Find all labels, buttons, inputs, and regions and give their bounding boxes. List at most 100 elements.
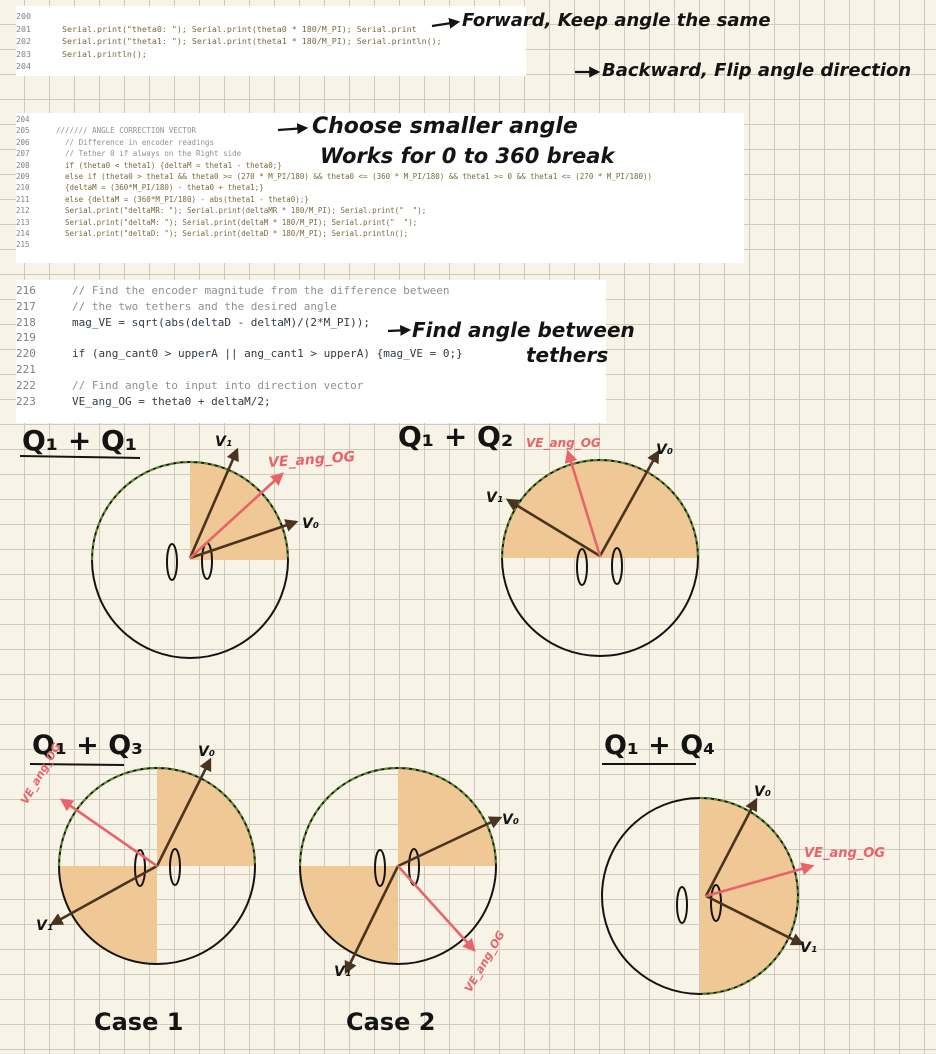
vector-ve: [189, 472, 284, 559]
code-line: 208 if (theta0 < theta1) {deltaM = theta…: [16, 160, 744, 171]
code-line: 204: [16, 114, 744, 125]
code-snippet-angle-correction: 204 205 /////// ANGLE CORRECTION VECTOR 2…: [16, 113, 744, 263]
vector-ve: [564, 449, 602, 557]
code-comment: // Find angle to input into direction ve…: [72, 378, 364, 392]
line-number: 218: [16, 315, 36, 329]
line-number: 220: [16, 347, 36, 361]
diagram-q1-q4: [601, 796, 815, 996]
label-v0: V₀: [754, 784, 771, 800]
code-text: Serial.print("deltaMR: "); Serial.print(…: [56, 206, 427, 216]
code-text: if (theta0 < theta1) {deltaM = theta1 - …: [56, 160, 282, 170]
code-text: Serial.println();: [62, 48, 147, 59]
heading-underlines: [19, 455, 696, 766]
code-snippet-magnitude: 216// Find the encoder magnitude from th…: [16, 280, 606, 423]
shaded-quadrant: [59, 866, 157, 964]
label-case-2: Case 2: [346, 1008, 436, 1036]
code-text: Serial.print("theta0: "); Serial.print(t…: [62, 23, 417, 34]
code-comment: // Tether 0 if always on the Right side: [56, 149, 242, 159]
line-number: 223: [16, 394, 36, 408]
dashed-rim: [298, 766, 498, 867]
tether-hole: [676, 886, 688, 924]
line-number: 205: [16, 126, 30, 136]
tether-hole: [611, 547, 623, 585]
label-case-1: Case 1: [94, 1008, 184, 1036]
line-number: 204: [16, 61, 31, 71]
code-text: else if (theta0 > theta1 && theta0 >= (2…: [56, 171, 653, 181]
heading-q1-q2: Q₁ + Q₂: [398, 420, 514, 453]
line-number: 210: [16, 183, 30, 193]
heading-q1-q4: Q₁ + Q₄: [604, 730, 715, 761]
dashed-rim: [500, 458, 700, 559]
label-v1: V₁: [215, 434, 232, 450]
note-tethers: tethers: [526, 343, 609, 367]
line-number: 202: [16, 36, 31, 46]
code-comment: // Find the encoder magnitude from the d…: [72, 284, 450, 297]
label-v0: V₀: [302, 516, 319, 532]
line-number: 204: [16, 115, 30, 124]
tether-hole: [169, 848, 181, 886]
label-ve: VE_ang_OG: [526, 436, 601, 450]
line-number: 219: [16, 331, 36, 345]
line-number: 222: [16, 378, 36, 392]
code-text: mag_VE = sqrt(abs(deltaD - deltaM)/(2*M_…: [72, 315, 371, 329]
dashed-rim: [90, 460, 290, 561]
code-line: 202 Serial.print("theta1: "); Serial.prin…: [16, 35, 526, 48]
tether-hole: [166, 543, 178, 581]
tether-hole: [134, 849, 146, 887]
code-comment: // Difference in encoder readings: [56, 137, 215, 147]
label-v1: V₁: [36, 918, 53, 934]
code-line: 207 // Tether 0 if always on the Right s…: [16, 148, 744, 159]
line-number: 211: [16, 194, 30, 204]
line-number: 212: [16, 206, 30, 216]
line-number: 200: [16, 11, 31, 21]
line-number: 217: [16, 299, 36, 313]
vector-v1: [188, 447, 239, 559]
code-text: {deltaM = (360*M_PI/180) - theta0 + thet…: [56, 183, 264, 193]
vector-v0: [598, 449, 660, 557]
shaded-quadrant: [300, 866, 398, 964]
line-number: 208: [16, 160, 30, 170]
note-forward: Forward, Keep angle the same: [462, 10, 771, 31]
vector-v1: [705, 894, 805, 946]
note-works-for: Works for 0 to 360 break: [320, 144, 615, 168]
code-line: 211 else {deltaM = (360*M_PI/180) - abs(…: [16, 194, 744, 205]
code-line: 223 VE_ang_OG = theta0 + deltaM/2;: [16, 394, 606, 410]
line-number: 214: [16, 228, 30, 238]
diagram-q1-q2: [500, 449, 700, 657]
code-line: 206 // Difference in encoder readings: [16, 137, 744, 148]
code-line: 217 // the two tethers and the desired an…: [16, 299, 606, 315]
code-text: Serial.print("deltaM: "); Serial.print(d…: [56, 217, 418, 227]
code-line: 219: [16, 330, 606, 346]
code-line: 210 {deltaM = (360*M_PI/180) - theta0 + …: [16, 182, 744, 193]
vector-ve: [59, 798, 158, 868]
label-v1: V₁: [334, 964, 351, 980]
line-number: 206: [16, 137, 30, 147]
vector-v1: [505, 498, 601, 558]
label-ve: VE_ang_OG: [804, 846, 885, 861]
shaded-half: [700, 798, 798, 994]
code-line: 209 else if (theta0 > theta1 && theta0 >…: [16, 171, 744, 182]
vector-ve: [705, 862, 815, 898]
diagram-q1-q3-case1: [49, 757, 257, 965]
line-number: 215: [16, 240, 30, 250]
note-backward: Backward, Flip angle direction: [602, 60, 912, 81]
code-text: Serial.print("theta1: "); Serial.print(t…: [62, 36, 442, 46]
code-comment: // the two tethers and the desired angle: [72, 299, 337, 313]
diagram-q1-q3-case2: [298, 766, 503, 975]
dashed-rim: [699, 796, 800, 996]
code-line: 216// Find the encoder magnitude from th…: [16, 283, 606, 299]
code-line: 215: [16, 239, 744, 250]
arrow-icon: [387, 324, 412, 336]
code-line: 205 /////// ANGLE CORRECTION VECTOR: [16, 125, 744, 136]
shaded-quadrant: [398, 768, 496, 866]
note-find-angle: Find angle between: [412, 318, 635, 342]
vector-v1: [344, 865, 400, 975]
code-comment: /////// ANGLE CORRECTION VECTOR: [56, 126, 196, 136]
dashed-rim: [57, 766, 257, 867]
code-text: VE_ang_OG = theta0 + deltaM/2;: [72, 394, 271, 408]
